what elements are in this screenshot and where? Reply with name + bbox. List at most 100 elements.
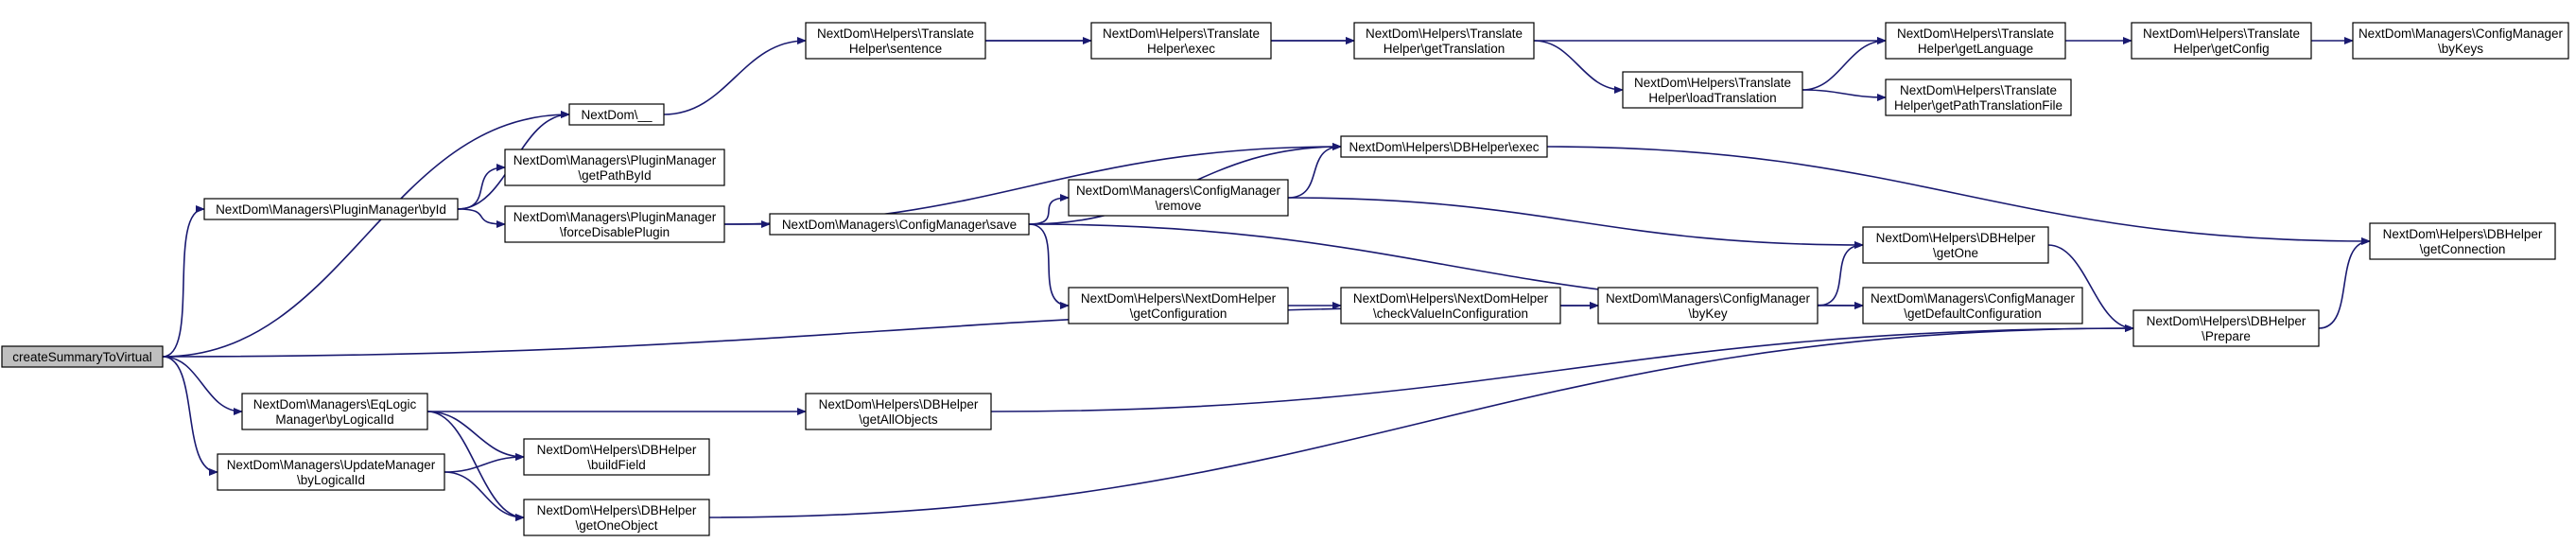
node-th_load[interactable]: NextDom\Helpers\TranslateHelper\loadTran…: [1622, 71, 1803, 109]
node-label-th_load-line-2: Helper\loadTranslation: [1648, 91, 1776, 105]
node-th_gettrans[interactable]: NextDom\Helpers\TranslateHelper\getTrans…: [1353, 22, 1535, 60]
node-th_getpath[interactable]: NextDom\Helpers\TranslateHelper\getPathT…: [1885, 79, 2072, 116]
node-db_prepare[interactable]: NextDom\Helpers\DBHelper\Prepare: [2132, 309, 2320, 347]
node-label-th_gettrans-line-2: Helper\getTranslation: [1384, 42, 1506, 56]
node-db_getone[interactable]: NextDom\Helpers\DBHelper\getOne: [1862, 226, 2049, 264]
node-box-pm_force: [504, 205, 725, 243]
edge-um_bylogic-to-db_getoneobj: [444, 471, 525, 521]
edge-pm_byid-to-pm_getpath: [457, 164, 506, 210]
node-root[interactable]: createSummaryToVirtual: [1, 345, 164, 368]
edge-db_getone-to-db_prepare: [2047, 244, 2134, 332]
edge-cm_bykey-to-db_getone: [1817, 241, 1864, 307]
node-box-cm_remove: [1068, 179, 1289, 217]
node-label-cm_default-line-2: \getDefaultConfiguration: [1904, 307, 2042, 321]
node-label-cm_default-line-1: NextDom\Managers\ConfigManager: [1871, 291, 2076, 306]
node-db_getoneobj[interactable]: NextDom\Helpers\DBHelper\getOneObject: [523, 499, 710, 536]
node-label-cm_bykeys-line-1: NextDom\Managers\ConfigManager: [2358, 26, 2564, 41]
node-label-th_getlang-line-2: Helper\getLanguage: [1918, 42, 2033, 56]
node-nh_check[interactable]: NextDom\Helpers\NextDomHelper\checkValue…: [1340, 287, 1561, 324]
node-label-th_getlang-line-1: NextDom\Helpers\Translate: [1897, 26, 2054, 41]
edge-cm_remove-to-db_exec: [1287, 143, 1342, 199]
node-nextdom[interactable]: NextDom\__: [568, 103, 665, 126]
node-label-db_prepare-line-2: \Prepare: [2202, 329, 2251, 343]
node-box-db_getoneobj: [523, 499, 710, 536]
node-pm_byid[interactable]: NextDom\Managers\PluginManager\byId: [203, 198, 459, 220]
node-label-pm_force-line-2: \forceDisablePlugin: [560, 225, 670, 239]
node-label-th_exec-line-2: Helper\exec: [1147, 42, 1215, 56]
node-box-um_bylogic: [217, 453, 445, 491]
node-cm_save[interactable]: NextDom\Managers\ConfigManager\save: [769, 213, 1030, 236]
node-label-cm_remove-line-1: NextDom\Managers\ConfigManager: [1076, 184, 1281, 198]
node-box-root: [1, 345, 164, 368]
edge-cm_save-to-nh_getconf: [1028, 223, 1070, 309]
node-label-pm_getpath-line-2: \getPathById: [578, 168, 651, 183]
node-label-th_load-line-1: NextDom\Helpers\Translate: [1634, 76, 1791, 90]
node-label-th_exec-line-1: NextDom\Helpers\Translate: [1103, 26, 1260, 41]
edge-pm_byid-to-pm_force: [457, 208, 506, 228]
node-label-cm_remove-line-2: \remove: [1156, 199, 1202, 213]
node-th_getconf[interactable]: NextDom\Helpers\TranslateHelper\getConfi…: [2131, 22, 2312, 60]
node-label-cm_save-line-1: NextDom\Managers\ConfigManager\save: [782, 218, 1017, 232]
node-box-th_getpath: [1885, 79, 2072, 116]
node-label-db_exec-line-1: NextDom\Helpers\DBHelper\exec: [1349, 140, 1539, 154]
edge-root-to-em_bylogic: [162, 356, 243, 415]
node-box-db_getall: [805, 393, 992, 430]
node-cm_default[interactable]: NextDom\Managers\ConfigManager\getDefaul…: [1862, 287, 2083, 324]
node-label-th_getconf-line-1: NextDom\Helpers\Translate: [2143, 26, 2300, 41]
node-label-root-line-1: createSummaryToVirtual: [12, 350, 152, 364]
node-label-em_bylogic-line-2: Manager\byLogicalId: [275, 412, 393, 427]
node-db_exec[interactable]: NextDom\Helpers\DBHelper\exec: [1340, 135, 1548, 158]
node-label-db_getall-line-1: NextDom\Helpers\DBHelper: [819, 397, 979, 412]
node-label-th_getpath-line-2: Helper\getPathTranslationFile: [1894, 98, 2063, 113]
node-label-em_bylogic-line-1: NextDom\Managers\EqLogic: [253, 397, 417, 412]
node-box-th_getconf: [2131, 22, 2312, 60]
node-cm_bykeys[interactable]: NextDom\Managers\ConfigManager\byKeys: [2352, 22, 2569, 60]
node-box-cm_save: [769, 213, 1030, 236]
node-label-th_sentence-line-2: Helper\sentence: [849, 42, 942, 56]
node-box-th_exec: [1090, 22, 1272, 60]
node-nh_getconf[interactable]: NextDom\Helpers\NextDomHelper\getConfigu…: [1068, 287, 1289, 324]
node-pm_force[interactable]: NextDom\Managers\PluginManager\forceDisa…: [504, 205, 725, 243]
node-box-cm_default: [1862, 287, 2083, 324]
node-label-nh_getconf-line-1: NextDom\Helpers\NextDomHelper: [1081, 291, 1277, 306]
node-box-db_getconn: [2369, 222, 2556, 260]
node-db_getconn[interactable]: NextDom\Helpers\DBHelper\getConnection: [2369, 222, 2556, 260]
edge-nextdom-to-th_sentence: [663, 37, 807, 115]
node-label-th_getconf-line-2: Helper\getConfig: [2173, 42, 2269, 56]
edge-db_prepare-to-db_getconn: [2318, 237, 2371, 329]
node-em_bylogic[interactable]: NextDom\Managers\EqLogicManager\byLogica…: [241, 393, 428, 430]
node-label-th_getpath-line-1: NextDom\Helpers\Translate: [1900, 83, 2057, 97]
node-label-db_getoneobj-line-2: \getOneObject: [575, 518, 657, 533]
node-box-em_bylogic: [241, 393, 428, 430]
node-box-nextdom: [568, 103, 665, 126]
node-label-db_getone-line-2: \getOne: [1933, 246, 1978, 260]
node-th_getlang[interactable]: NextDom\Helpers\TranslateHelper\getLangu…: [1885, 22, 2066, 60]
node-um_bylogic[interactable]: NextDom\Managers\UpdateManager\byLogical…: [217, 453, 445, 491]
node-cm_remove[interactable]: NextDom\Managers\ConfigManager\remove: [1068, 179, 1289, 217]
node-label-db_getconn-line-1: NextDom\Helpers\DBHelper: [2383, 227, 2543, 241]
node-label-db_getconn-line-2: \getConnection: [2420, 242, 2506, 256]
node-pm_getpath[interactable]: NextDom\Managers\PluginManager\getPathBy…: [504, 149, 725, 186]
node-label-nextdom-line-1: NextDom\__: [581, 108, 653, 122]
edge-th_gettrans-to-th_load: [1533, 40, 1624, 94]
node-db_build[interactable]: NextDom\Helpers\DBHelper\buildField: [523, 438, 710, 476]
edge-db_getall-to-db_prepare: [990, 324, 2134, 412]
node-box-db_build: [523, 438, 710, 476]
node-db_getall[interactable]: NextDom\Helpers\DBHelper\getAllObjects: [805, 393, 992, 430]
node-label-pm_force-line-1: NextDom\Managers\PluginManager: [513, 210, 717, 224]
node-label-cm_bykeys-line-2: \byKeys: [2438, 42, 2483, 56]
node-label-nh_getconf-line-2: \getConfiguration: [1130, 307, 1227, 321]
node-box-pm_getpath: [504, 149, 725, 186]
node-box-pm_byid: [203, 198, 459, 220]
node-label-um_bylogic-line-2: \byLogicalId: [297, 473, 365, 487]
edge-cm_save-to-cm_remove: [1028, 194, 1070, 225]
node-label-db_getoneobj-line-1: NextDom\Helpers\DBHelper: [537, 503, 697, 517]
node-box-db_prepare: [2132, 309, 2320, 347]
edge-root-to-pm_byid: [162, 205, 205, 358]
node-box-cm_bykeys: [2352, 22, 2569, 60]
node-cm_bykey[interactable]: NextDom\Managers\ConfigManager\byKey: [1597, 287, 1819, 324]
edge-em_bylogic-to-db_build: [426, 411, 525, 461]
